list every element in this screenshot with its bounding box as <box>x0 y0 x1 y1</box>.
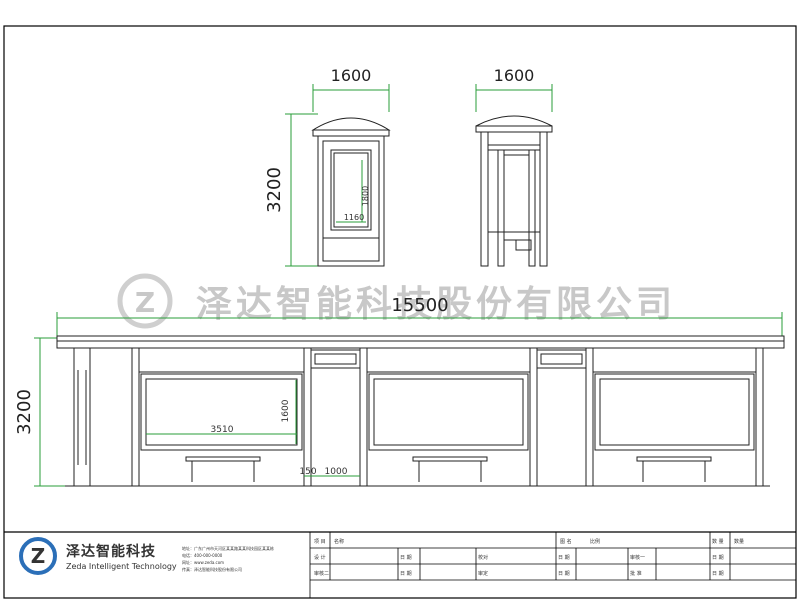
svg-text:Z: Z <box>31 544 46 568</box>
cell-qty-label: 数 量 <box>712 538 724 545</box>
shelter-panel-width-dim: 3510 <box>211 425 234 435</box>
shelter-offset-dim: 150 <box>299 467 316 477</box>
cell-qty-value: 数量 <box>734 538 744 545</box>
company-logo-icon: Z <box>19 537 57 575</box>
address-line-2: 电话：400-000-0000 <box>182 552 223 558</box>
front-width-dim: 1600 <box>331 66 372 85</box>
shelter-overall-dim: 15500 <box>391 295 448 316</box>
company-name-en: Zeda Intelligent Technology <box>66 562 177 571</box>
front-height-dim: 3200 <box>264 167 285 213</box>
cell-draw-no-value: 比例 <box>590 538 600 545</box>
cell-draw-no-label: 图 名 <box>560 538 572 545</box>
cell-approve-label: 审定 <box>478 570 488 577</box>
address-line-3: 网址：www.zeda.com <box>182 559 224 565</box>
cell-date-label-1: 日 期 <box>400 555 412 561</box>
cell-date-label-5: 日 期 <box>558 571 570 577</box>
watermark-logo-icon: Z <box>117 273 173 329</box>
shelter-seat-dim: 1000 <box>325 467 348 477</box>
cell-date-label-2: 日 期 <box>558 555 570 561</box>
cell-date-label-3: 日 期 <box>712 555 724 561</box>
front-view <box>285 84 391 267</box>
shelter-elevation <box>34 312 785 487</box>
shelter-height-dim: 3200 <box>14 389 35 435</box>
cell-batch-label: 批 准 <box>630 570 642 577</box>
shelter-panel-height-dim: 1600 <box>281 399 291 422</box>
cell-proj-label: 项 目 <box>314 539 326 545</box>
cell-date-label-6: 日 期 <box>712 571 724 577</box>
drawing-border <box>3 25 797 599</box>
svg-text:Z: Z <box>135 286 155 319</box>
cell-check-label: 校对 <box>478 554 488 561</box>
front-panel-height-dim: 1800 <box>361 186 370 206</box>
cell-name-label: 名称 <box>334 538 344 545</box>
title-block <box>4 531 796 598</box>
front-panel-width-dim: 1160 <box>344 213 364 222</box>
title-block-cells: 项 目 名称 图 名 比例 数 量 数量 设 计 日 期 校对 日 期 审核一 … <box>314 538 744 577</box>
side-width-dim: 1600 <box>494 66 535 85</box>
side-view <box>475 84 553 267</box>
address-line-1: 地址：广东广州市天河区某某路某某科技园区某某栋 <box>182 545 274 551</box>
cell-review-label: 审核一 <box>630 554 645 561</box>
cell-date-label-4: 日 期 <box>400 571 412 577</box>
cell-draw-label: 审核二 <box>314 570 329 577</box>
address-line-4: 传真：泽达智能科技股份有限公司 <box>182 566 242 572</box>
cell-design-label: 设 计 <box>314 554 326 561</box>
company-name-cn: 泽达智能科技 <box>66 543 156 560</box>
